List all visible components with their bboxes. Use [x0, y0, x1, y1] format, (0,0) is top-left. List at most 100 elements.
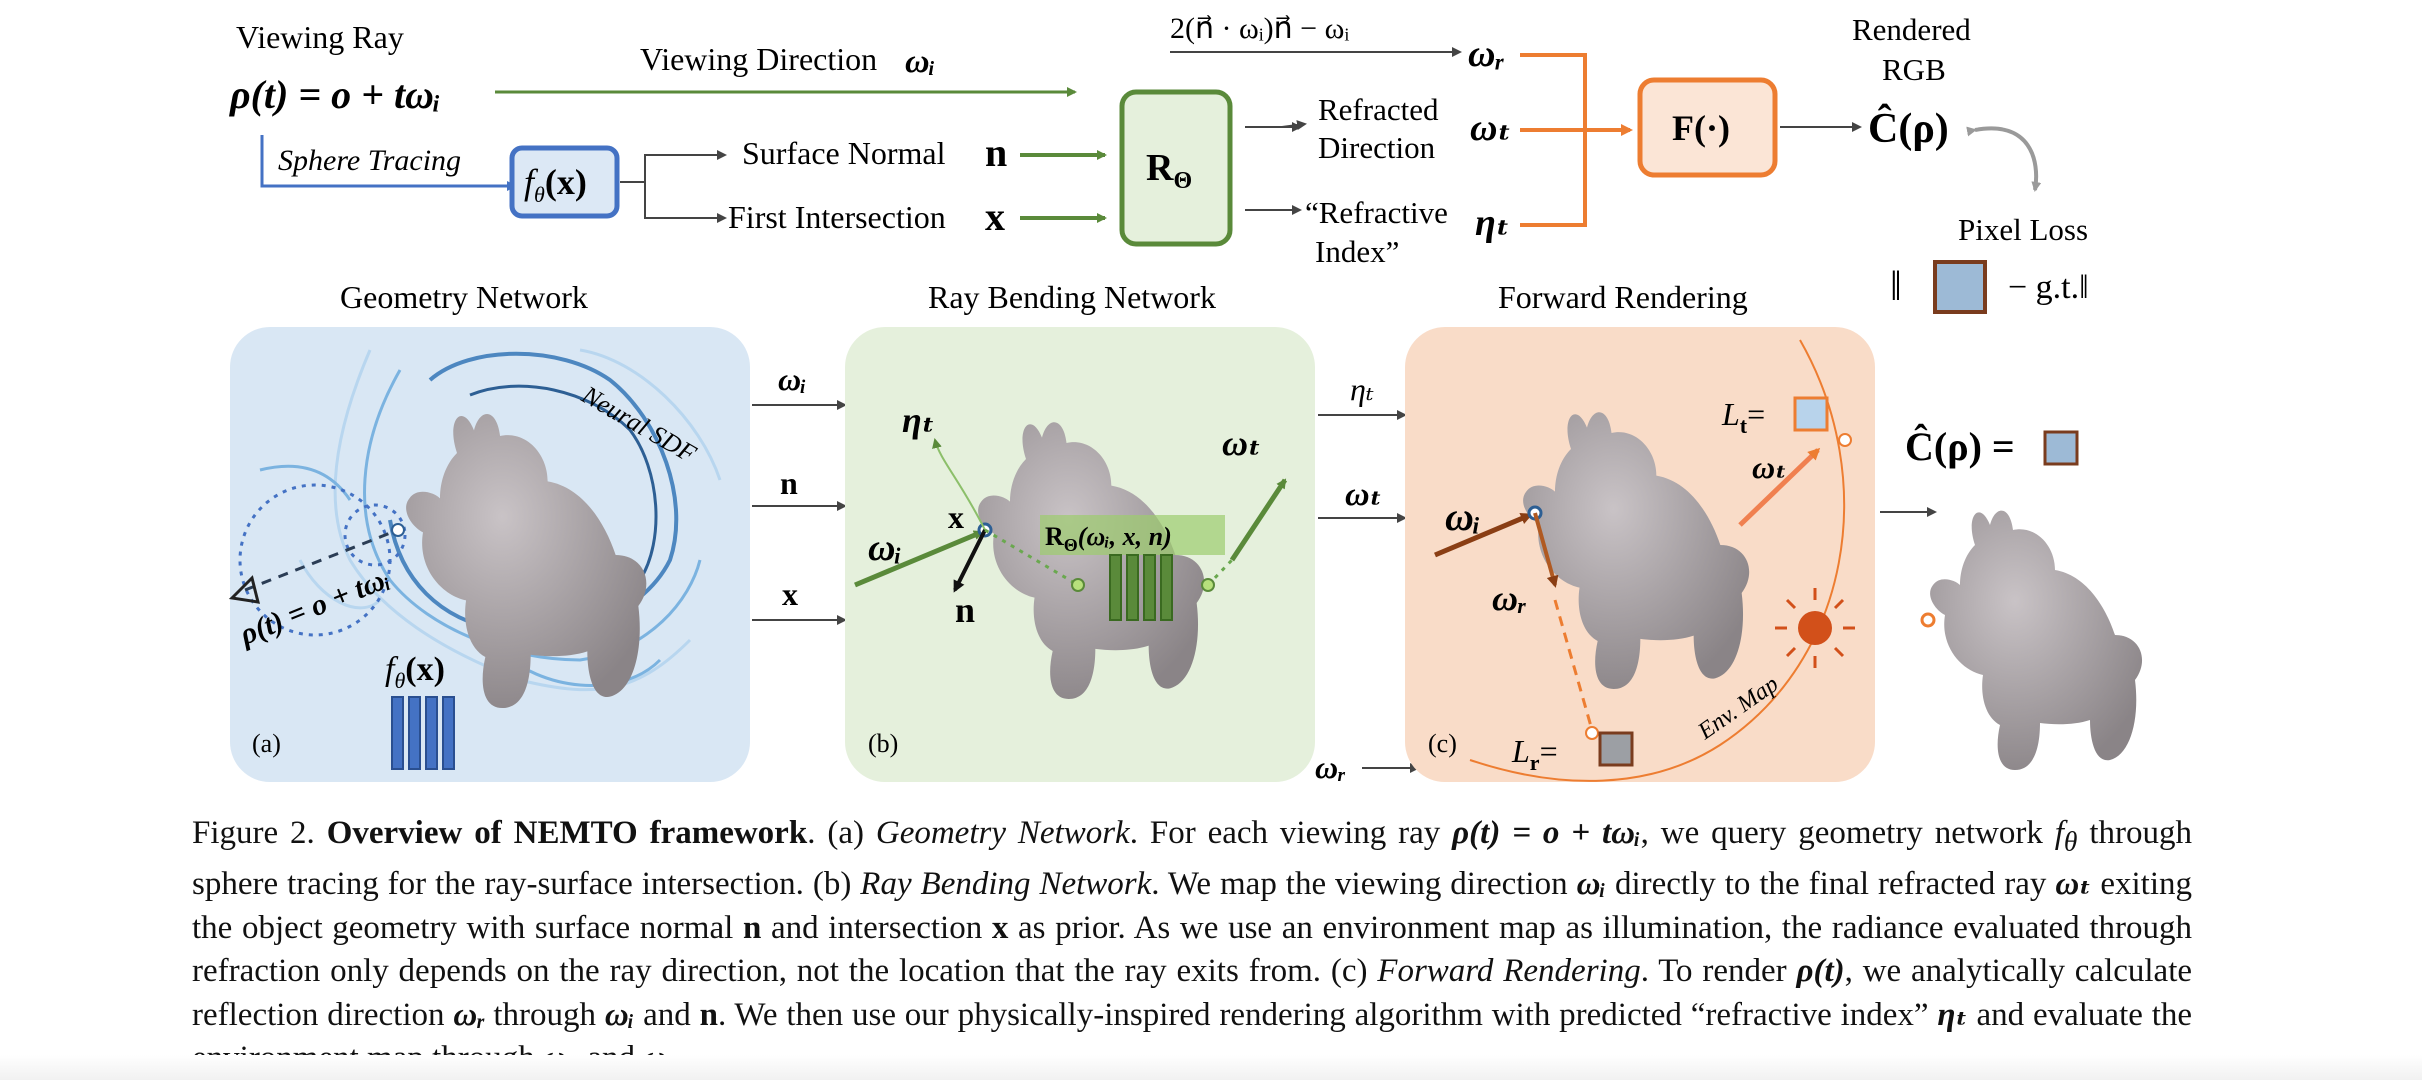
refracted-label-2: Direction — [1318, 130, 1436, 165]
mlp-output-dot — [1201, 578, 1215, 592]
sun-icon — [1775, 588, 1855, 668]
sphere-tracing-label: Sphere Tracing — [278, 144, 461, 177]
orange-bracket — [1520, 53, 1630, 227]
refracted-label-1: Refracted — [1318, 92, 1439, 127]
f-theta-label: fθ(x) — [524, 162, 587, 207]
eta-arrow-b — [932, 438, 986, 531]
n-panel-b: n — [955, 590, 975, 630]
c-hat-top: Ĉ(ρ) — [1868, 103, 1949, 152]
mid-eta-t: ηₜ — [1350, 371, 1374, 407]
caption-text: . We map the viewing direction — [1151, 866, 1577, 903]
omega-i-panel-b: ωᵢ — [868, 527, 902, 569]
caption-text: and intersection — [761, 909, 992, 946]
x-panel-b: x — [948, 499, 964, 535]
refractive-index-label-1: “Refractive — [1305, 195, 1448, 230]
caption-n: n — [742, 909, 762, 946]
caption-text: exiting the object geometry with surface… — [192, 866, 2193, 946]
lr-label: Lr= — [1511, 733, 1558, 775]
mid-omega-r: ωᵣ — [1315, 749, 1346, 785]
r-theta-panel-label: RΘ(ωᵢ, x, n) — [1045, 522, 1172, 555]
ray-bending-title: Ray Bending Network — [928, 279, 1216, 315]
caption-ray-eq: ρ(t) = o + tωᵢ — [1452, 815, 1641, 851]
omega-i-symbol: ωᵢ — [905, 43, 935, 80]
caption-text: as prior. As we use an environment map a… — [192, 909, 2192, 990]
panel-b-label: (b) — [868, 729, 898, 758]
incoming-ray-b — [854, 529, 984, 588]
caption-f-theta: fθ — [2054, 815, 2078, 857]
env-hit-t — [1838, 433, 1852, 447]
figure-label: Figure 2. — [192, 815, 315, 851]
sphere-tracing-arrow — [260, 135, 517, 191]
caption-text: , we analytically calculate reflection d… — [192, 953, 2193, 1033]
glass-goat-image — [1930, 510, 2143, 770]
caption-omega-i: ωᵢ — [1576, 866, 1607, 903]
output-dot — [1920, 612, 1936, 628]
caption-text: , we query geometry network — [1640, 815, 2055, 851]
caption-n: n — [699, 996, 718, 1033]
normal-arrow-b — [953, 529, 987, 593]
to-intersection-arrow — [644, 182, 727, 223]
lr-swatch — [1598, 731, 1634, 767]
caption-eta: ηₜ — [1937, 996, 1968, 1033]
reflect-ray-c — [1533, 512, 1559, 588]
caption-geometry-italic: Geometry Network — [875, 815, 1130, 851]
caption-rho: ρ(t) — [1796, 953, 1845, 990]
viewing-ray-title: Viewing Ray — [236, 19, 404, 55]
mid-x: x — [782, 576, 798, 612]
caption-omega-t: ωₜ — [2055, 866, 2092, 903]
loss-arrow — [1966, 126, 2042, 192]
c-hat-output-label: Ĉ(ρ) = — [1905, 423, 2015, 469]
geometry-network-box — [509, 145, 620, 219]
to-normal-arrow — [620, 150, 727, 183]
caption-raybending-italic: Ray Bending Network — [860, 866, 1152, 903]
first-intersection-label: First Intersection — [728, 199, 946, 235]
caption-text: . For each viewing ray — [1129, 815, 1453, 851]
reflect-dashed — [1553, 599, 1594, 731]
refractive-index-label-2: Index” — [1315, 234, 1399, 269]
omega-t-panel-c: ωₜ — [1752, 449, 1787, 485]
reflection-formula: 2(n⃗ · ωᵢ)n⃗ − ωᵢ — [1170, 12, 1349, 45]
caption-text: . We then use our physically-inspired re… — [717, 996, 1938, 1033]
render-function-box — [1637, 77, 1778, 178]
mid-omega-t: ωₜ — [1345, 476, 1382, 513]
rendered-label-1: Rendered — [1852, 12, 1971, 47]
figure-caption: Figure 2. Overview of NEMTO framework. (… — [192, 812, 2192, 1081]
caption-text: directly to the final refracted ray — [1606, 866, 2056, 903]
caption-omega-i: ωᵢ — [604, 996, 635, 1033]
ray-bending-box — [1119, 89, 1233, 247]
caption-omega-r: ωᵣ — [453, 996, 485, 1033]
x-symbol: x — [985, 194, 1005, 239]
forward-rendering-title: Forward Rendering — [1498, 279, 1748, 315]
surface-normal-label: Surface Normal — [742, 135, 946, 171]
r-theta-label: RΘ — [1146, 147, 1192, 194]
loss-open-bar: ‖ — [1890, 264, 1902, 310]
viewing-direction-label: Viewing Direction — [640, 41, 877, 77]
r-theta-band — [1040, 515, 1225, 555]
omega-t-panel-b: ωₜ — [1222, 423, 1261, 463]
caption-text: . To render — [1640, 953, 1797, 990]
env-hit-r — [1585, 726, 1599, 740]
f-theta-panel-a: fθ(x) — [385, 651, 445, 693]
mlp-icon-a — [391, 696, 455, 770]
caption-text: through — [484, 996, 605, 1033]
figure-diagram: Viewing Ray ρ(t) = o + tωᵢ Viewing Direc… — [228, 12, 2143, 785]
omega-i-panel-c: ωᵢ — [1445, 494, 1481, 539]
env-map-arc — [1469, 339, 1845, 782]
lt-swatch — [1793, 396, 1829, 432]
refract-ray-c — [1738, 447, 1821, 527]
mlp-input-dot — [1071, 578, 1085, 592]
eta-t-panel-b: ηₜ — [902, 400, 935, 440]
rendered-label-2: RGB — [1882, 52, 1946, 87]
omega-t-top: ωₜ — [1470, 107, 1512, 149]
camera-ray — [244, 528, 399, 592]
dotted-path-b — [984, 528, 1234, 587]
n-symbol: n — [985, 130, 1007, 175]
mid-omega-i: ωᵢ — [778, 361, 807, 397]
loss-pixel-swatch — [1933, 260, 1987, 314]
panel-a-label: (a) — [252, 729, 281, 758]
incoming-ray-c — [1434, 512, 1533, 558]
figure-title: Overview of NEMTO framework — [326, 815, 808, 851]
ray-equation: ρ(t) = o + tωᵢ — [229, 72, 441, 117]
geometry-network-title: Geometry Network — [340, 279, 588, 315]
intersection-dot-a — [391, 523, 405, 537]
